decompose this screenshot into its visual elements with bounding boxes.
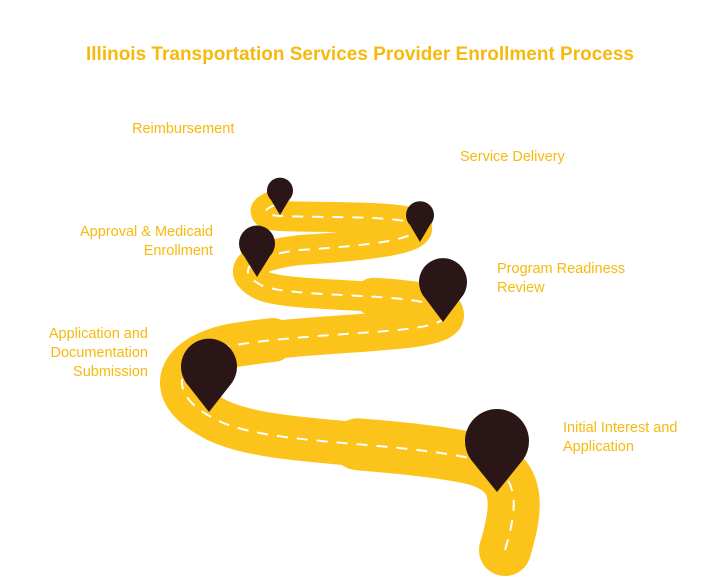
- step-label-application-submission: Application and Documentation Submission: [49, 325, 148, 382]
- step-label-line: Submission: [73, 364, 148, 380]
- step-label-line: Initial Interest and: [563, 420, 678, 436]
- step-label-line: Application and: [48, 326, 148, 342]
- step-label-line: Program Readiness: [497, 261, 626, 277]
- map-marker-icon: [267, 177, 293, 215]
- step-label-line: Review: [497, 280, 545, 296]
- map-marker-icon: [406, 201, 434, 242]
- step-label-line: Approval & Medicaid: [80, 224, 213, 240]
- map-marker-icon: [239, 225, 275, 277]
- step-label-line: Documentation: [50, 345, 148, 361]
- step-label-reimbursement: Reimbursement: [132, 120, 234, 139]
- milestone-pins: [181, 177, 529, 492]
- step-label-service-delivery: Service Delivery: [460, 148, 565, 167]
- step-label-line: Enrollment: [143, 243, 213, 259]
- step-label-approval-enrollment: Approval & Medicaid Enrollment: [80, 223, 213, 261]
- step-label-line: Application: [563, 439, 634, 455]
- step-label-line: Reimbursement: [132, 121, 235, 137]
- map-marker-icon: [419, 258, 467, 322]
- map-marker-icon: [465, 409, 529, 492]
- step-label-program-readiness: Program Readiness Review: [497, 260, 625, 298]
- step-label-initial-interest: Initial Interest and Application: [563, 419, 677, 457]
- step-label-line: Service Delivery: [460, 149, 565, 165]
- diagram-title: Illinois Transportation Services Provide…: [85, 44, 634, 65]
- map-marker-icon: [181, 338, 238, 412]
